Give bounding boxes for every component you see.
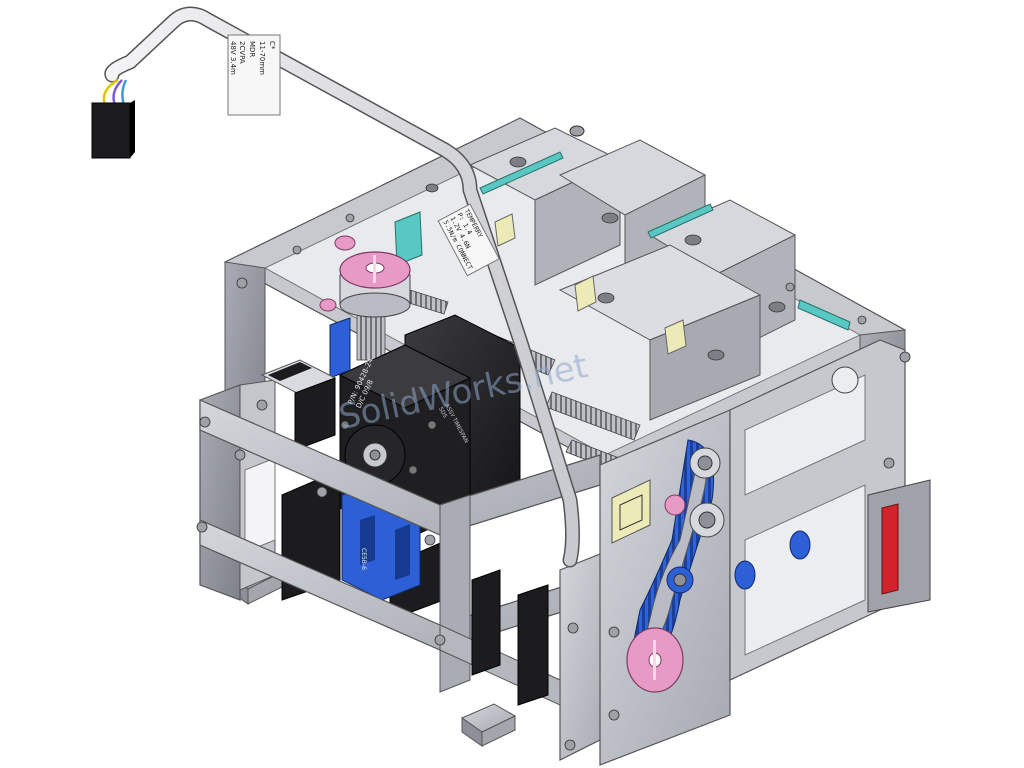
cable-tube: [91, 6, 580, 568]
cable-tag-line-4: 2CVPA: [238, 41, 246, 64]
motor-side-label-line-2: 5DS: [437, 406, 448, 419]
cable-tag-line-2: 11-70mm: [258, 41, 266, 75]
sensor-label-text: CE5B-6: [360, 548, 367, 570]
bolts: [196, 213, 911, 751]
belt-drive: [626, 439, 725, 693]
top-knob: [319, 235, 411, 318]
connector-board: [260, 359, 337, 451]
cable-tag: C* 11-70mm MDR 2CVPA 48V 3.4m: [227, 34, 281, 116]
front-frame: [199, 399, 611, 761]
cable-tag-line-1: C*: [268, 41, 276, 50]
sensor-label: CE5B-6: [360, 548, 367, 570]
cable-tag-line-3: MDR: [248, 41, 256, 57]
cable-tag-line-5: 48V 3.4m: [229, 41, 237, 75]
carriage-blocks: [394, 125, 851, 421]
